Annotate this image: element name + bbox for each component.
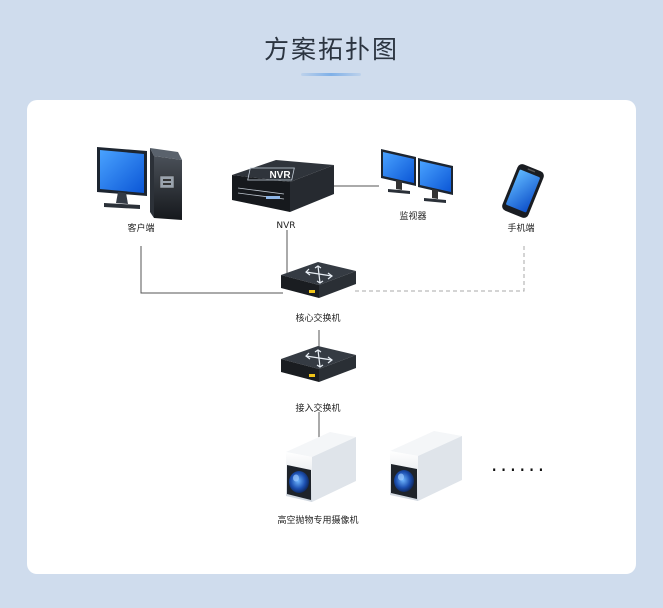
more-devices-ellipsis: ...... [491, 452, 548, 476]
nvr-icon: NVR [232, 160, 334, 212]
phone-label: 手机端 [507, 224, 535, 234]
camera-label: 高空抛物专用摄像机 [277, 516, 359, 526]
client-core-link [140, 246, 283, 294]
client-label: 客户端 [127, 224, 155, 234]
core-switch-label: 核心交换机 [295, 314, 341, 324]
core-switch-icon [281, 262, 356, 298]
access-switch-icon [281, 346, 356, 382]
monitor-label: 监视器 [399, 212, 427, 222]
title-underline [301, 73, 361, 76]
nvr-screen-label: NVR [269, 170, 291, 181]
phone-icon [502, 164, 544, 218]
camera-icon-2 [390, 431, 462, 501]
client-pc-icon [97, 147, 182, 220]
page-title: 方案拓扑图 [263, 35, 399, 64]
monitor-icon [381, 149, 453, 203]
camera-icon [286, 432, 356, 502]
phone-core-wireless-link [355, 246, 525, 292]
access-switch-label: 接入交换机 [295, 404, 341, 414]
nvr-label: NVR [276, 221, 296, 231]
